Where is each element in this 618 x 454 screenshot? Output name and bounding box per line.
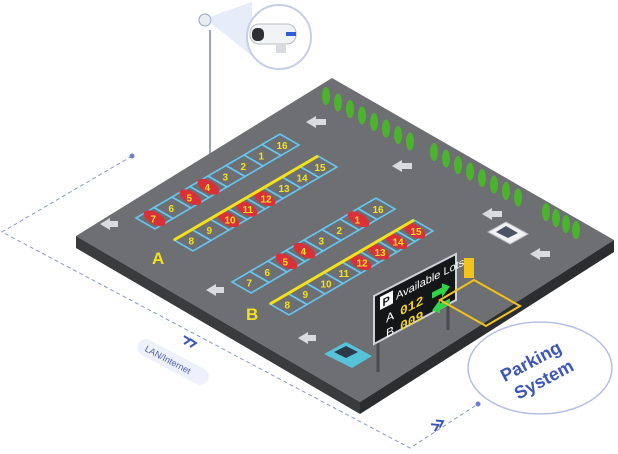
network-node-dot bbox=[129, 153, 135, 159]
spot-number: 9 bbox=[303, 290, 309, 301]
spot-number: 9 bbox=[207, 226, 213, 237]
sign-row-a-lot: A bbox=[386, 307, 394, 325]
network-node-dot bbox=[475, 401, 481, 407]
tree bbox=[346, 100, 354, 118]
arrow-right-icon bbox=[432, 283, 450, 299]
spot-number: 4 bbox=[301, 247, 307, 258]
parked-red-car bbox=[349, 254, 372, 271]
tree bbox=[430, 143, 438, 161]
parked-red-car bbox=[275, 253, 298, 270]
tree bbox=[370, 113, 378, 131]
tree bbox=[562, 215, 570, 233]
spot-number: 6 bbox=[265, 268, 271, 279]
tree bbox=[478, 169, 486, 187]
tree bbox=[490, 175, 498, 194]
parking-spot bbox=[356, 197, 397, 221]
moving-car bbox=[486, 221, 530, 245]
spot-number: 14 bbox=[297, 173, 309, 184]
spot-number: 16 bbox=[277, 141, 289, 152]
spot-number: 6 bbox=[169, 204, 175, 215]
spot-number: 10 bbox=[321, 279, 333, 290]
tree bbox=[382, 119, 390, 138]
parked-red-car bbox=[235, 200, 258, 217]
spot-number: 2 bbox=[241, 162, 247, 173]
tree bbox=[358, 106, 366, 125]
tree bbox=[542, 203, 550, 221]
spot-number: 7 bbox=[151, 214, 157, 225]
parked-red-car bbox=[143, 210, 166, 227]
parking-spot bbox=[230, 270, 271, 294]
spot-number: 1 bbox=[259, 151, 265, 162]
parked-red-car bbox=[217, 211, 240, 228]
spot-number: 15 bbox=[315, 163, 327, 174]
tree-row bbox=[322, 87, 580, 239]
tree bbox=[394, 126, 402, 144]
parking-spot bbox=[260, 133, 301, 157]
lan-internet-label: LAN/Internet bbox=[137, 339, 209, 386]
parked-car bbox=[324, 342, 372, 368]
parking-lot-ground bbox=[76, 78, 614, 414]
tree bbox=[502, 182, 510, 200]
parked-red-car bbox=[367, 243, 390, 260]
tree bbox=[442, 149, 450, 168]
spot-number: 2 bbox=[337, 226, 343, 237]
zone-b-label: B bbox=[246, 305, 258, 324]
spot-number: 5 bbox=[187, 193, 193, 204]
parked-red-car bbox=[403, 222, 426, 239]
spot-number: 11 bbox=[243, 205, 254, 216]
spot-number: 8 bbox=[189, 236, 195, 247]
spot-number: 16 bbox=[373, 205, 385, 216]
parked-red-car bbox=[385, 233, 408, 250]
parked-red-car bbox=[347, 211, 370, 228]
spot-number: 14 bbox=[393, 237, 405, 248]
tree bbox=[454, 156, 462, 174]
security-camera-icon bbox=[249, 23, 297, 53]
zone-a-label: A bbox=[152, 249, 164, 268]
spot-number: 5 bbox=[283, 257, 289, 268]
tree bbox=[572, 221, 580, 239]
spot-number: 8 bbox=[285, 300, 291, 311]
spot-number: 12 bbox=[357, 258, 369, 269]
tree bbox=[552, 209, 560, 227]
spot-number: 4 bbox=[205, 183, 211, 194]
sign-row-b-lot: B bbox=[386, 323, 394, 341]
spot-number: 3 bbox=[319, 236, 325, 247]
network-connection-lines bbox=[0, 30, 479, 449]
spot-number: 13 bbox=[375, 248, 387, 259]
tree bbox=[322, 87, 330, 105]
parked-red-car bbox=[293, 242, 316, 259]
spot-number: 12 bbox=[261, 194, 273, 205]
spot-number: 15 bbox=[411, 227, 423, 238]
road-arrow-icons bbox=[100, 116, 550, 344]
parked-red-car bbox=[179, 189, 202, 206]
yellow-median-line bbox=[173, 154, 319, 242]
tree bbox=[406, 132, 414, 151]
chevron-right-icon bbox=[183, 335, 445, 432]
parked-red-car bbox=[253, 190, 276, 207]
tree bbox=[334, 93, 342, 112]
parking-p-icon bbox=[380, 290, 393, 310]
parking-system-node: Parking System bbox=[467, 321, 613, 415]
spot-number: 13 bbox=[279, 184, 291, 195]
yellow-median-line bbox=[269, 218, 415, 306]
tree bbox=[514, 188, 522, 207]
spot-number: 11 bbox=[339, 269, 350, 280]
spot-number: 3 bbox=[223, 172, 229, 183]
available-lots-sign: P Available Lots A 012 B 009 bbox=[373, 252, 464, 372]
camera-pole bbox=[198, 2, 312, 70]
spot-number: 1 bbox=[355, 215, 361, 226]
spot-number: 10 bbox=[225, 215, 237, 226]
barrier-gate bbox=[437, 258, 523, 328]
tree bbox=[466, 162, 474, 181]
parked-red-car bbox=[197, 178, 220, 195]
spot-number: 7 bbox=[247, 278, 253, 289]
sign-p-letter: P bbox=[383, 293, 391, 309]
